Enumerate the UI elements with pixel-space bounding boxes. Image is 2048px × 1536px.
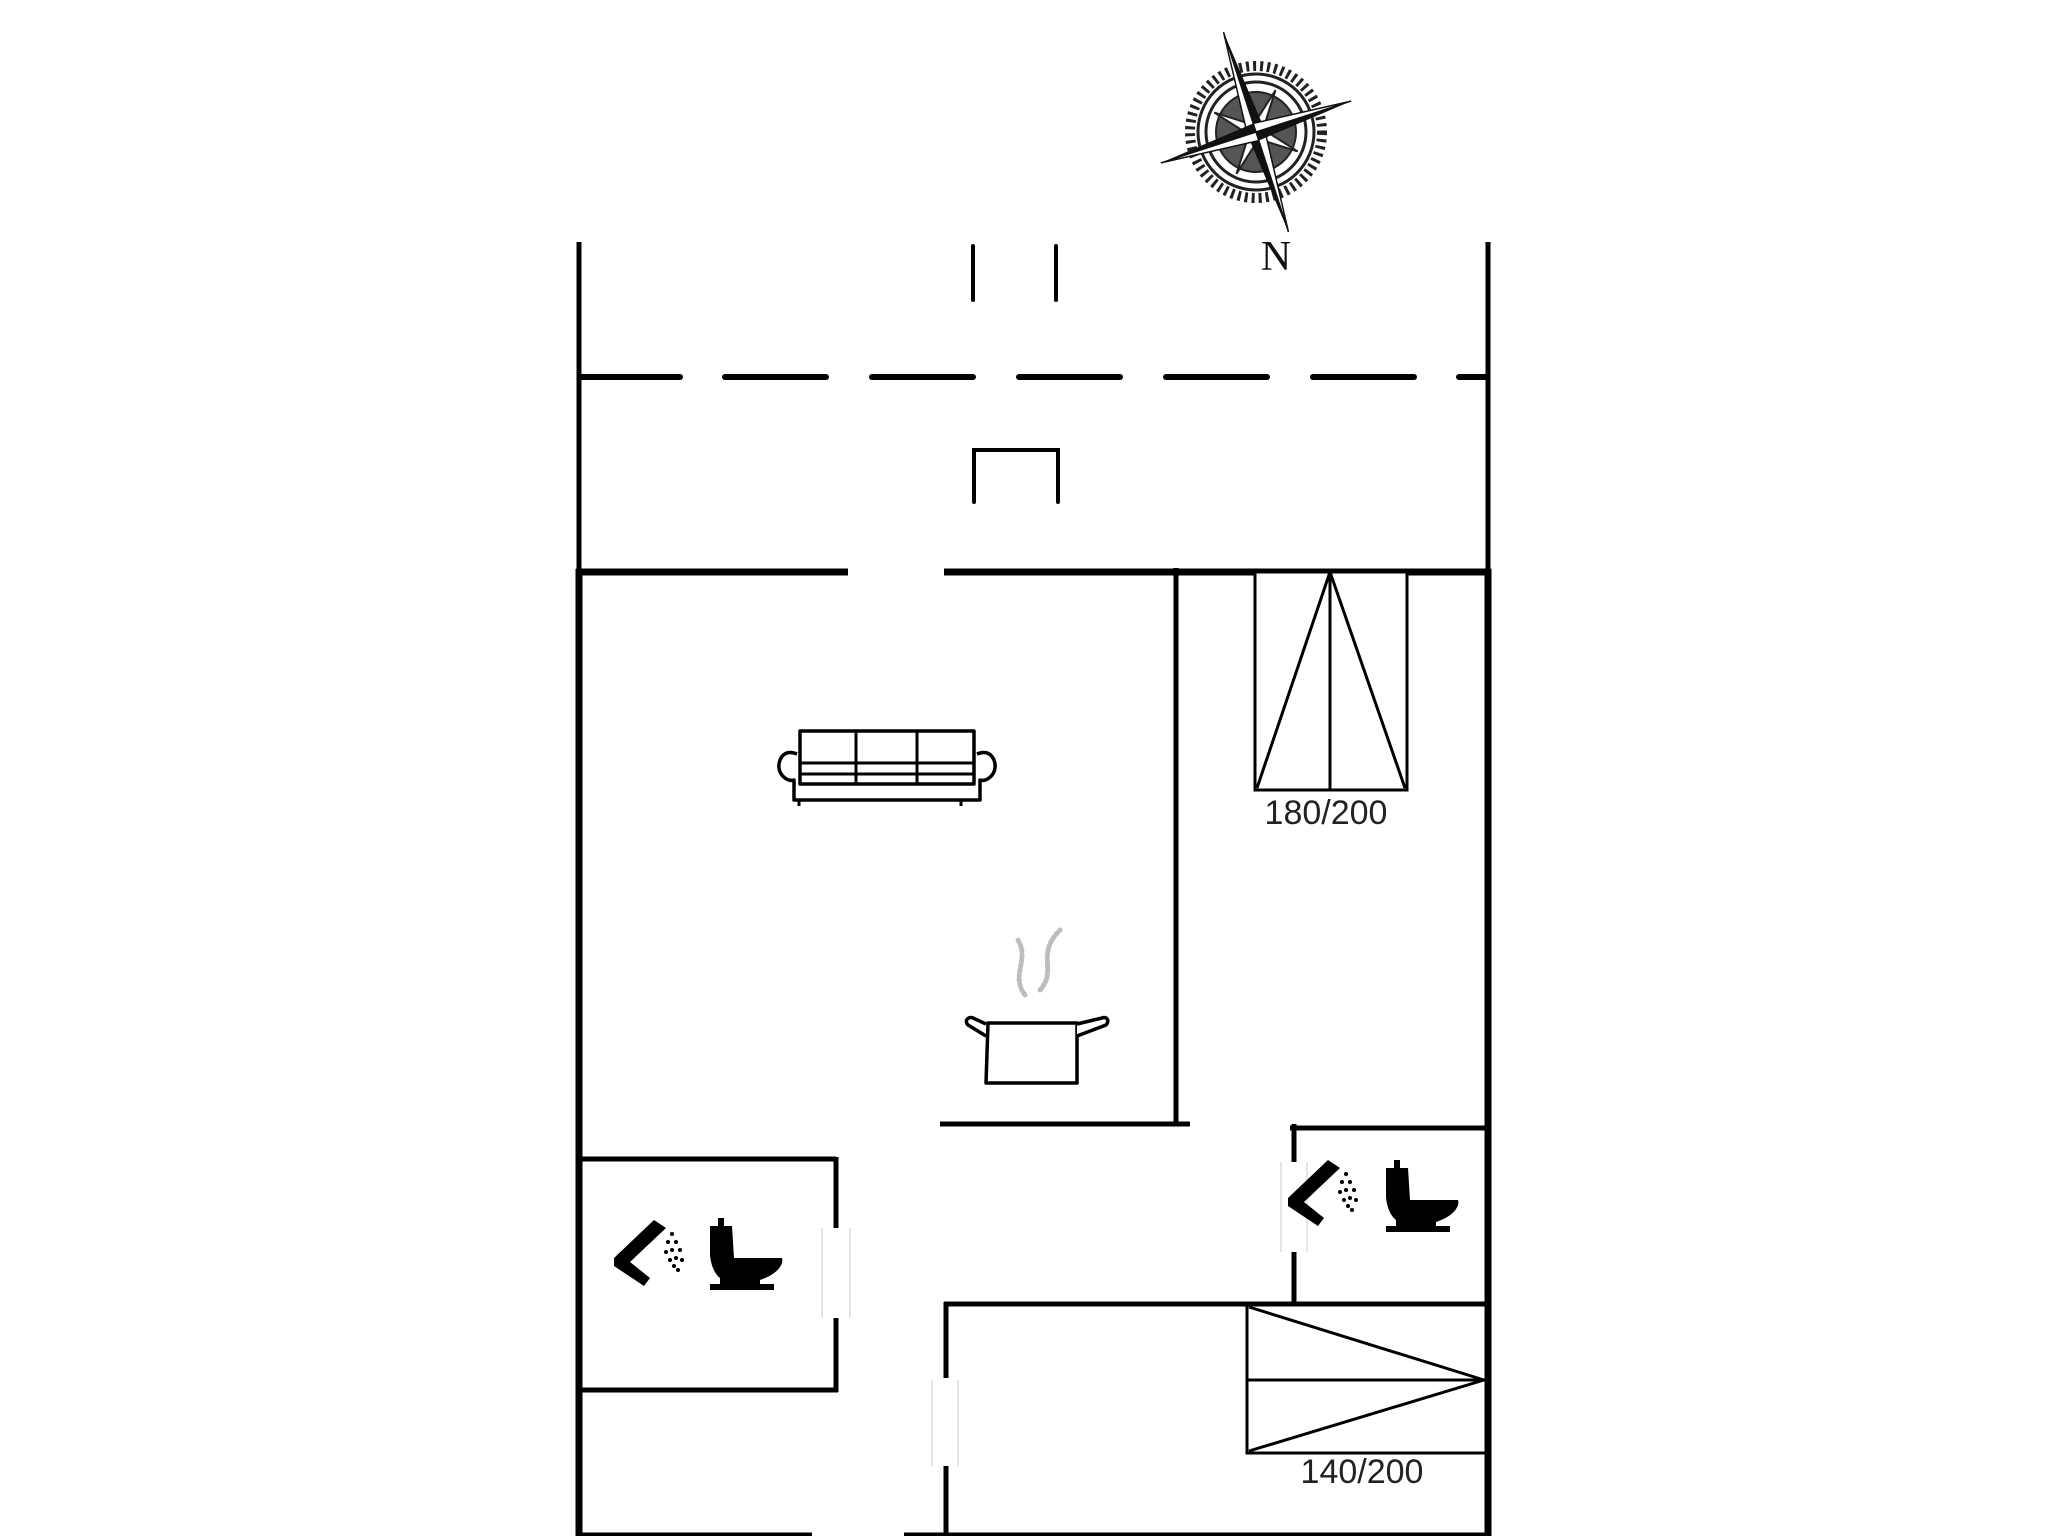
shower-icon	[1288, 1160, 1358, 1226]
interior-walls	[582, 568, 1486, 1536]
bathroom-left	[614, 1218, 783, 1290]
north-label: N	[1261, 234, 1291, 280]
bed-size-label: 140/200	[1301, 1453, 1424, 1491]
bathroom-right	[1288, 1160, 1459, 1232]
double-bed-icon	[1245, 1303, 1488, 1455]
cooking-pot-icon	[964, 927, 1110, 1085]
shower-icon	[614, 1220, 684, 1286]
bed-size-label: 180/200	[1265, 794, 1388, 832]
terrace	[576, 242, 1491, 572]
double-bed-icon	[1253, 570, 1409, 792]
toilet-icon	[1386, 1160, 1459, 1232]
sofa-icon	[777, 729, 997, 806]
toilet-icon	[710, 1218, 783, 1290]
compass-rose-icon	[1160, 31, 1352, 233]
